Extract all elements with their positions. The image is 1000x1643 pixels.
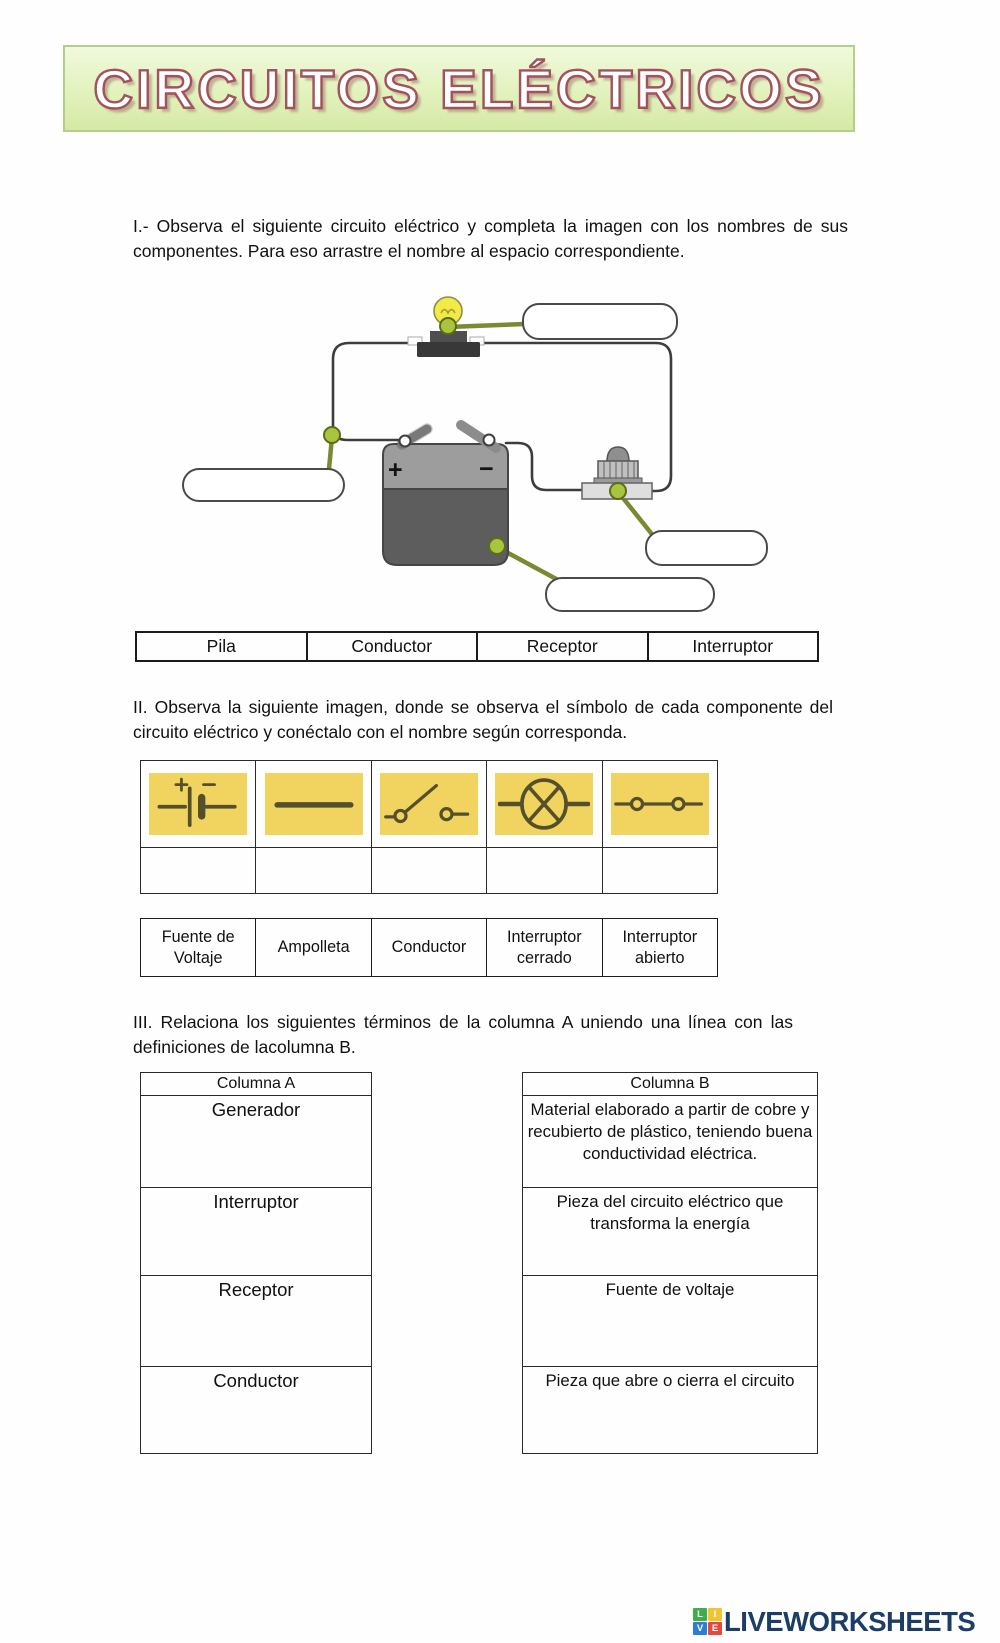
column-b-item-definition-2[interactable]: Pieza del circuito eléctrico que transfo…	[522, 1187, 818, 1276]
column-b-item-definition-4[interactable]: Pieza que abre o cierra el circuito	[522, 1366, 818, 1454]
drop-target-right[interactable]	[645, 530, 768, 566]
symbol-cell-closed-switch[interactable]	[601, 760, 719, 848]
column-b-item-definition-3[interactable]: Fuente de voltaje	[522, 1275, 818, 1367]
symbol-label-conductor[interactable]: Conductor	[370, 918, 488, 977]
logo-square-v: V	[693, 1622, 707, 1635]
battery-plus-label: +	[388, 456, 403, 484]
logo-square-l: L	[693, 1608, 707, 1621]
symbol-cell-wire[interactable]	[255, 760, 372, 848]
drop-target-bottom[interactable]	[545, 577, 715, 612]
column-a-item-receptor[interactable]: Receptor	[140, 1275, 372, 1367]
column-b-table: Columna B Material elaborado a partir de…	[522, 1072, 818, 1454]
column-a-table: Columna A Generador Interruptor Receptor…	[140, 1072, 372, 1454]
symbol-answer-cell-5[interactable]	[601, 847, 719, 894]
drop-target-top-right[interactable]	[522, 303, 678, 340]
column-b-header: Columna B	[522, 1072, 818, 1096]
word-bank-item-interruptor[interactable]: Interruptor	[646, 631, 819, 662]
liveworksheets-wordmark: LIVEWORKSHEETS	[724, 1606, 976, 1637]
symbol-cell-lamp[interactable]	[486, 760, 603, 848]
drop-target-left[interactable]	[182, 468, 345, 502]
liveworksheets-footer: L I V E LIVEWORKSHEETS	[693, 1606, 976, 1638]
symbol-answer-cell-1[interactable]	[139, 847, 257, 894]
circuit-diagram: + −	[323, 296, 673, 584]
symbol-label-fuente-de-voltaje[interactable]: Fuente de Voltaje	[139, 918, 257, 977]
wire-symbol-icon	[264, 773, 363, 835]
battery-symbol-icon	[149, 773, 248, 835]
column-a-item-interruptor[interactable]: Interruptor	[140, 1187, 372, 1276]
word-bank-table: Pila Conductor Receptor Interruptor	[135, 631, 819, 662]
section3-instructions: III. Relaciona los siguientes términos d…	[133, 1012, 793, 1058]
section1-instructions: I.- Observa el siguiente circuito eléctr…	[133, 216, 848, 262]
column-b-item-definition-1[interactable]: Material elaborado a partir de cobre y r…	[522, 1095, 818, 1188]
connector-dots	[323, 317, 627, 555]
logo-square-e: E	[708, 1622, 722, 1635]
battery-icon: + −	[382, 420, 509, 566]
liveworksheets-logo-icon: L I V E	[693, 1608, 723, 1636]
column-a-item-generador[interactable]: Generador	[140, 1095, 372, 1188]
column-a-header: Columna A	[140, 1072, 372, 1096]
battery-minus-label: −	[479, 455, 494, 483]
symbol-answer-cell-2[interactable]	[255, 847, 372, 894]
symbol-labels-table: Fuente de Voltaje Ampolleta Conductor In…	[139, 918, 719, 977]
symbol-answer-cell-3[interactable]	[370, 847, 488, 894]
section2-instructions: II. Observa la siguiente imagen, donde s…	[133, 697, 833, 743]
logo-square-i: I	[708, 1608, 722, 1621]
column-a-item-conductor[interactable]: Conductor	[140, 1366, 372, 1454]
symbols-table	[139, 760, 719, 894]
page-title: CIRCUITOS ELÉCTRICOS	[92, 56, 825, 120]
word-bank-item-conductor[interactable]: Conductor	[305, 631, 478, 662]
word-bank-item-pila[interactable]: Pila	[135, 631, 308, 662]
battery-terminal-levers	[396, 420, 501, 453]
symbol-label-ampolleta[interactable]: Ampolleta	[255, 918, 372, 977]
symbol-cell-battery[interactable]	[139, 760, 257, 848]
symbol-cell-open-switch[interactable]	[370, 760, 488, 848]
symbol-label-interruptor-cerrado[interactable]: Interruptor cerrado	[486, 918, 603, 977]
open-switch-symbol-icon	[379, 773, 478, 835]
light-bulb-icon	[407, 296, 485, 357]
title-banner: CIRCUITOS ELÉCTRICOS	[63, 45, 855, 132]
closed-switch-symbol-icon	[610, 773, 709, 835]
circuit-figure: + −	[180, 285, 780, 615]
symbol-answer-cell-4[interactable]	[486, 847, 603, 894]
symbol-label-interruptor-abierto[interactable]: Interruptor abierto	[601, 918, 719, 977]
word-bank-item-receptor[interactable]: Receptor	[476, 631, 649, 662]
circuit-wires	[331, 341, 673, 493]
lamp-symbol-icon	[495, 773, 594, 835]
